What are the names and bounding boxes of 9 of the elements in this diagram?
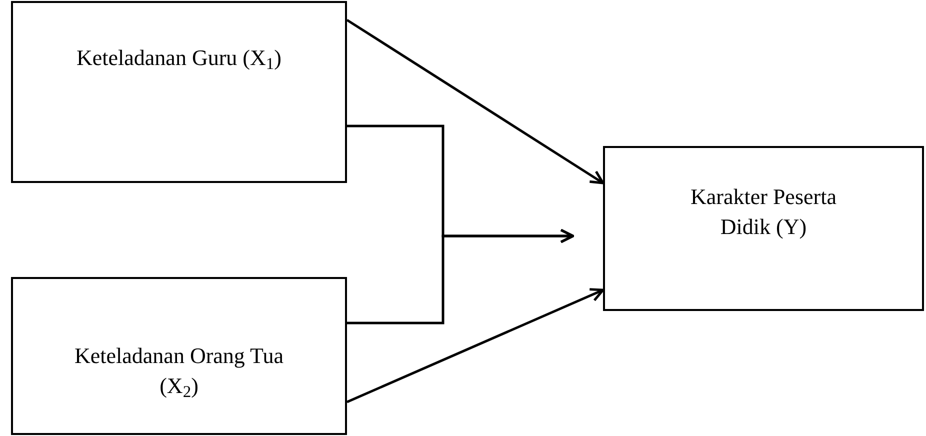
variable-label: Karakter Peserta Didik (Y): [690, 183, 838, 241]
variable-box: [603, 146, 924, 311]
arrow: [346, 18, 604, 184]
arrow: [346, 288, 604, 404]
variable-box: [11, 1, 347, 183]
variable-box: [11, 277, 347, 435]
arrow: [347, 228, 574, 324]
variable-label: Keteladanan Guru (X$_{1}$): [76, 44, 282, 73]
variable-label: Keteladanan Orang Tua (X$_{2}$): [74, 342, 284, 401]
